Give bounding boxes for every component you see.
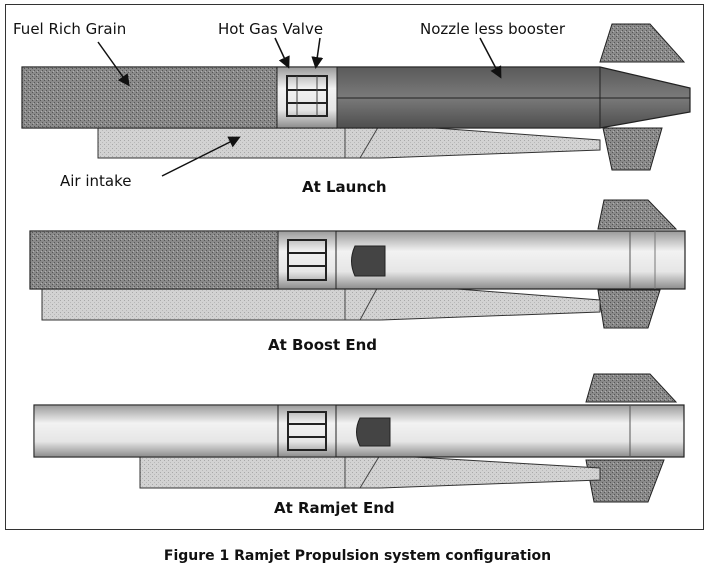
leader-lines bbox=[97, 37, 502, 177]
stage-label-boost-end: At Boost End bbox=[268, 336, 378, 354]
fuel-rich-grain bbox=[21, 66, 278, 129]
leader-nozzle-less-booster bbox=[479, 37, 502, 79]
figure-caption: Figure 1 Ramjet Propulsion system config… bbox=[163, 548, 552, 564]
label-fuel-rich-grain: Fuel Rich Grain bbox=[13, 20, 127, 38]
label-air-intake: Air intake bbox=[60, 172, 132, 190]
air-intake bbox=[97, 123, 601, 159]
missile-at-ramjet-end bbox=[33, 373, 685, 503]
fin-top bbox=[599, 23, 686, 63]
label-hot-gas-valve: Hot Gas Valve bbox=[218, 20, 324, 38]
fin-top bbox=[597, 199, 678, 230]
fin-bottom bbox=[602, 127, 663, 171]
label-nozzle-less-booster: Nozzle less booster bbox=[420, 20, 566, 38]
fin-top bbox=[585, 373, 678, 403]
leader-fuel-rich-grain bbox=[97, 41, 130, 87]
fin-bottom bbox=[585, 459, 665, 503]
stage-label-launch: At Launch bbox=[302, 178, 387, 196]
missile-at-launch bbox=[21, 23, 691, 171]
leader-hot-gas-valve-left bbox=[274, 37, 290, 69]
figure-frame bbox=[5, 4, 704, 530]
leader-hot-gas-valve-right bbox=[311, 37, 324, 69]
fuel-rich-grain bbox=[29, 230, 279, 290]
missile-at-boost-end bbox=[29, 199, 686, 329]
stage-label-ramjet-end: At Ramjet End bbox=[274, 499, 395, 517]
leader-air-intake bbox=[161, 136, 241, 177]
fin-bottom bbox=[597, 289, 661, 329]
fuel-rich-grain-depleted bbox=[33, 404, 279, 458]
